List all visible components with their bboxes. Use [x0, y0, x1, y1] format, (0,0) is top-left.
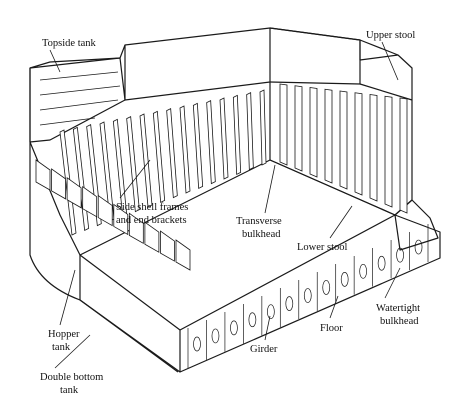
leader-hopper-tank — [59, 269, 76, 326]
hopper-web-frames — [35, 159, 191, 271]
side-shell-frame — [246, 92, 254, 171]
lightening-hole — [285, 296, 294, 311]
label-girder: Girder — [250, 344, 278, 355]
lightening-hole — [248, 312, 257, 328]
bulkhead-corrugation — [309, 87, 318, 178]
hopper-web-frame — [144, 221, 160, 253]
bulkhead-corrugations — [279, 83, 408, 214]
leader-floor — [329, 295, 339, 319]
label-topside-tank: Topside tank — [42, 38, 97, 49]
side-shell-frame — [126, 116, 140, 213]
lightening-hole — [303, 288, 312, 303]
side-shell-frame — [259, 89, 267, 166]
bulkhead-corrugation — [354, 92, 363, 196]
label-hopper-line2: tank — [52, 342, 71, 353]
label-watertight-line2: bulkhead — [380, 316, 419, 327]
lightening-hole — [211, 328, 220, 344]
side-shell-frame — [139, 113, 153, 208]
hopper-web-frame — [82, 185, 98, 218]
bulkhead-corrugation — [369, 94, 378, 202]
leader-double-bottom — [54, 334, 91, 369]
label-side-shell-line2: and end brackets — [116, 215, 187, 226]
hopper-web-frame — [66, 177, 82, 209]
double-bottom-floors — [187, 224, 429, 368]
side-shell-frame — [219, 97, 229, 180]
lightening-hole — [396, 247, 404, 263]
hopper-web-frame — [35, 159, 51, 191]
lightening-hole — [340, 272, 349, 287]
hopper-web-frame — [160, 230, 175, 262]
leader-lower-stool — [329, 205, 353, 239]
side-shell-frame — [192, 102, 204, 189]
leader-transverse-bulkhead — [264, 164, 276, 214]
lightening-hole — [377, 255, 386, 271]
label-lower-stool: Lower stool — [297, 242, 348, 253]
hopper-web-frame — [51, 168, 66, 200]
side-shell-frame — [179, 105, 191, 194]
label-transverse-line1: Transverse — [236, 216, 282, 227]
upper-stool-end — [359, 39, 413, 101]
leader-watertight-bulkhead — [384, 267, 401, 299]
label-watertight-line1: Watertight — [376, 303, 420, 314]
leader-girder — [264, 315, 271, 341]
upper-stool-side — [269, 27, 361, 85]
lightening-hole — [266, 304, 275, 320]
side-shell-frame — [86, 124, 102, 227]
label-double-bottom-line1: Double bottom — [40, 372, 103, 383]
bulkhead-corrugation — [384, 95, 393, 208]
bulkhead-corrugation — [294, 85, 303, 172]
side-shell-outline — [29, 68, 179, 373]
lightening-hole — [230, 320, 238, 336]
label-hopper-line1: Hopper — [48, 329, 80, 340]
side-shell-frame — [166, 108, 178, 199]
hopper-web-frame — [128, 212, 144, 245]
bulkhead-corrugation — [324, 88, 333, 184]
topside-tank-stiffeners — [39, 71, 121, 126]
side-shell-frame — [206, 100, 216, 185]
double-bottom-front — [179, 214, 441, 373]
upper-stool-front — [124, 28, 271, 101]
label-side-shell-line1: Side shell frames — [116, 202, 188, 213]
label-floor: Floor — [320, 323, 343, 334]
bulkhead-corrugation — [279, 83, 288, 166]
side-shell-frame — [72, 126, 90, 231]
lightening-hole — [193, 336, 201, 352]
bulkhead-corrugation — [339, 90, 348, 190]
leader-upper-stool — [381, 41, 399, 81]
hull-structure — [29, 27, 441, 373]
leader-topside-tank — [49, 49, 61, 73]
lower-stool-outline — [394, 199, 439, 251]
label-double-bottom-line2: tank — [60, 385, 79, 396]
hopper-web-frame — [97, 194, 113, 227]
lightening-hole — [414, 239, 423, 255]
bulkhead-corrugation — [399, 97, 408, 214]
leader-side-shell — [119, 159, 151, 199]
leader-lines — [49, 41, 401, 369]
hopper-web-frame — [175, 239, 191, 271]
label-transverse-line2: bulkhead — [242, 229, 281, 240]
lightening-hole — [322, 280, 331, 295]
side-shell-frame — [232, 94, 242, 175]
lightening-hole — [359, 263, 368, 279]
hopper-web-frame — [113, 203, 129, 236]
side-shell-frame — [152, 110, 166, 203]
label-upper-stool: Upper stool — [366, 30, 415, 41]
labels: Topside tank Upper stool Side shell fram… — [40, 30, 420, 396]
double-bottom-side — [79, 255, 181, 373]
tank-top-plating — [79, 159, 396, 331]
